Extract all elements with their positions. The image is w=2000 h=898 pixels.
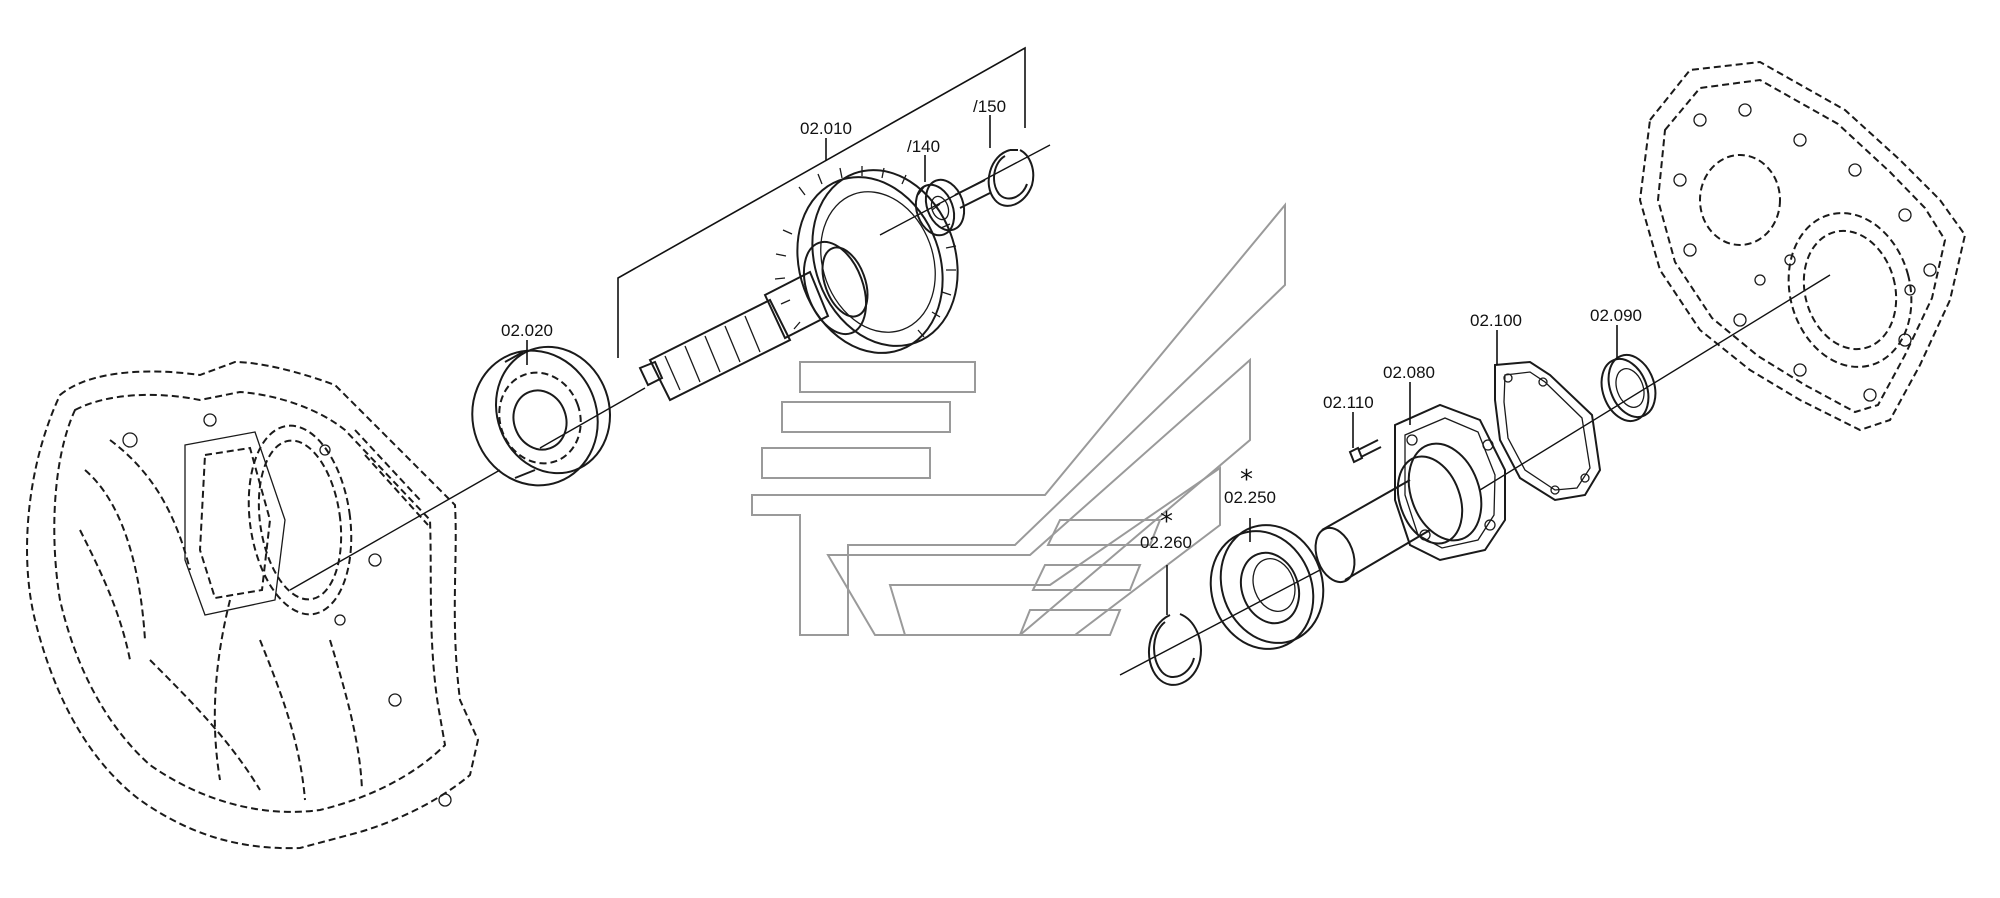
label-02-110: 02.110 xyxy=(1323,393,1374,412)
assembly-axis-lines xyxy=(289,144,1831,676)
spacer-140 xyxy=(914,178,991,237)
screw-02-110 xyxy=(1348,439,1382,464)
watermark-logo xyxy=(751,202,1286,636)
label-150: /150 xyxy=(973,97,1006,116)
label-02-250: 02.250 xyxy=(1224,488,1276,507)
callout-labels: 02.010 /140 /150 02.020 02.080 02.110 02… xyxy=(501,97,1642,552)
label-02-020: 02.020 xyxy=(501,321,553,340)
clutch-housing xyxy=(26,360,480,850)
guide-sleeve-02-080 xyxy=(1314,403,1506,584)
label-02-010: 02.010 xyxy=(800,119,852,138)
label-02-090: 02.090 xyxy=(1590,306,1642,325)
bearing-02-020 xyxy=(471,345,611,487)
marker-star-260: * xyxy=(1160,507,1173,537)
marker-star-250: * xyxy=(1240,465,1253,495)
circlip-150 xyxy=(987,149,1035,207)
label-140: /140 xyxy=(907,137,940,156)
label-02-100: 02.100 xyxy=(1470,311,1522,330)
transmission-housing xyxy=(1638,60,1967,432)
input-shaft-gear xyxy=(638,166,959,402)
label-02-260: 02.260 xyxy=(1140,533,1192,552)
leader-lines xyxy=(526,46,1618,615)
gasket-02-100 xyxy=(1494,360,1602,502)
circlip-02-260 xyxy=(1147,613,1202,686)
seal-ring-02-250 xyxy=(1209,524,1325,650)
label-02-080: 02.080 xyxy=(1383,363,1435,382)
shaft-seal-02-090 xyxy=(1600,354,1657,422)
